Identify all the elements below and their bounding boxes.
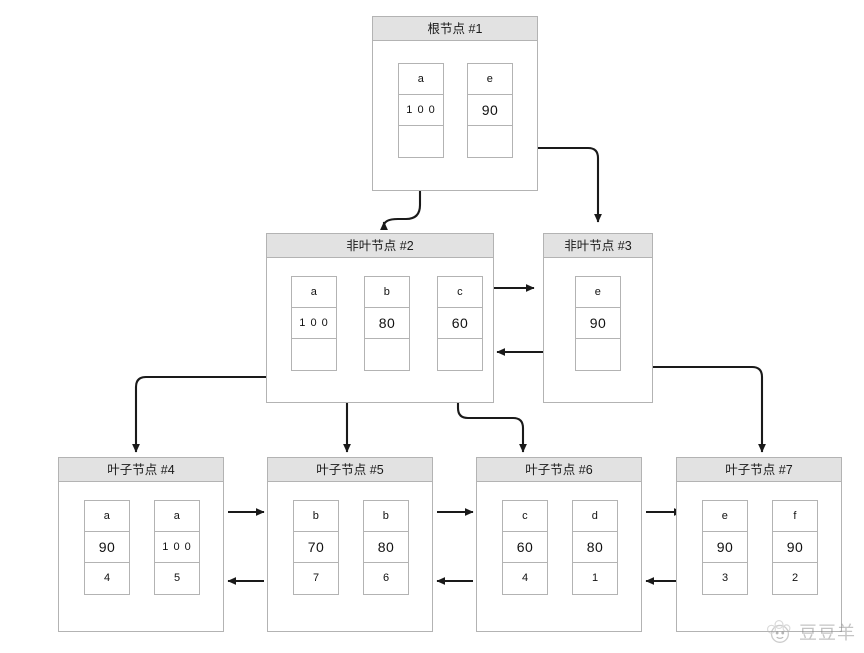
cell-pointer: 1 [591,572,599,584]
node-root[interactable]: 根节点 #1 a 1 0 0 e 90 [372,16,538,191]
cell-value: 1 0 0 [292,308,336,339]
cell-pointer: 6 [382,572,390,584]
cell-value: 1 0 0 [399,95,443,126]
cell-l7-1[interactable]: f 90 2 [772,500,818,595]
node-leaf-4-title: 叶子节点 #4 [59,458,223,482]
cell-key: b [364,501,408,532]
cell-key: a [85,501,129,532]
cell-key: b [294,501,338,532]
cell-key: e [468,64,512,95]
cell-i2-1[interactable]: b 80 [364,276,410,371]
cell-l7-0[interactable]: e 90 3 [702,500,748,595]
cell-value: 1 0 0 [155,532,199,563]
cell-key: c [503,501,547,532]
cell-pointer [292,339,336,370]
cell-value: 70 [294,532,338,563]
cell-value: 80 [365,308,409,339]
cell-value: 90 [773,532,817,563]
node-internal-2-title: 非叶节点 #2 [267,234,493,258]
cell-pointer [576,339,620,370]
cell-key: a [399,64,443,95]
cell-i3-0[interactable]: e 90 [575,276,621,371]
cell-pointer: 5 [173,572,181,584]
cell-value: 80 [573,532,617,563]
cell-value: 90 [468,95,512,126]
cell-pointer: 2 [791,572,799,584]
cell-value: 90 [703,532,747,563]
node-leaf-6[interactable]: 叶子节点 #6 c 60 4 d 80 1 [476,457,642,632]
node-internal-2[interactable]: 非叶节点 #2 a 1 0 0 b 80 c 60 [266,233,494,403]
node-leaf-5[interactable]: 叶子节点 #5 b 70 7 b 80 6 [267,457,433,632]
cell-root-1[interactable]: e 90 [467,63,513,158]
cell-value: 90 [576,308,620,339]
node-leaf-7[interactable]: 叶子节点 #7 e 90 3 f 90 2 [676,457,842,632]
node-root-title: 根节点 #1 [373,17,537,41]
cell-pointer [438,339,482,370]
cell-l5-0[interactable]: b 70 7 [293,500,339,595]
node-leaf-6-title: 叶子节点 #6 [477,458,641,482]
cell-pointer [468,126,512,157]
cell-pointer [399,126,443,157]
watermark-text: 豆豆羊 [799,623,856,644]
cell-value: 60 [438,308,482,339]
cell-l6-0[interactable]: c 60 4 [502,500,548,595]
cell-i2-0[interactable]: a 1 0 0 [291,276,337,371]
cell-root-0[interactable]: a 1 0 0 [398,63,444,158]
cell-l4-0[interactable]: a 90 4 [84,500,130,595]
sheep-face-icon [767,620,791,643]
cell-value: 90 [85,532,129,563]
cell-l5-1[interactable]: b 80 6 [363,500,409,595]
node-internal-3[interactable]: 非叶节点 #3 e 90 [543,233,653,403]
cell-l6-1[interactable]: d 80 1 [572,500,618,595]
cell-value: 80 [364,532,408,563]
cell-pointer: 4 [521,572,529,584]
cell-key: e [576,277,620,308]
node-leaf-5-title: 叶子节点 #5 [268,458,432,482]
cell-pointer [365,339,409,370]
cell-pointer: 3 [721,572,729,584]
cell-l4-1[interactable]: a 1 0 0 5 [154,500,200,595]
cell-pointer: 4 [103,572,111,584]
cell-i2-2[interactable]: c 60 [437,276,483,371]
cell-key: a [155,501,199,532]
cell-key: f [773,501,817,532]
cell-pointer: 7 [312,572,320,584]
cell-key: c [438,277,482,308]
cell-key: a [292,277,336,308]
cell-key: b [365,277,409,308]
node-leaf-4[interactable]: 叶子节点 #4 a 90 4 a 1 0 0 5 [58,457,224,632]
node-leaf-7-title: 叶子节点 #7 [677,458,841,482]
cell-key: e [703,501,747,532]
watermark: 豆豆羊 [764,617,856,647]
cell-value: 60 [503,532,547,563]
node-internal-3-title: 非叶节点 #3 [544,234,652,258]
cell-key: d [573,501,617,532]
